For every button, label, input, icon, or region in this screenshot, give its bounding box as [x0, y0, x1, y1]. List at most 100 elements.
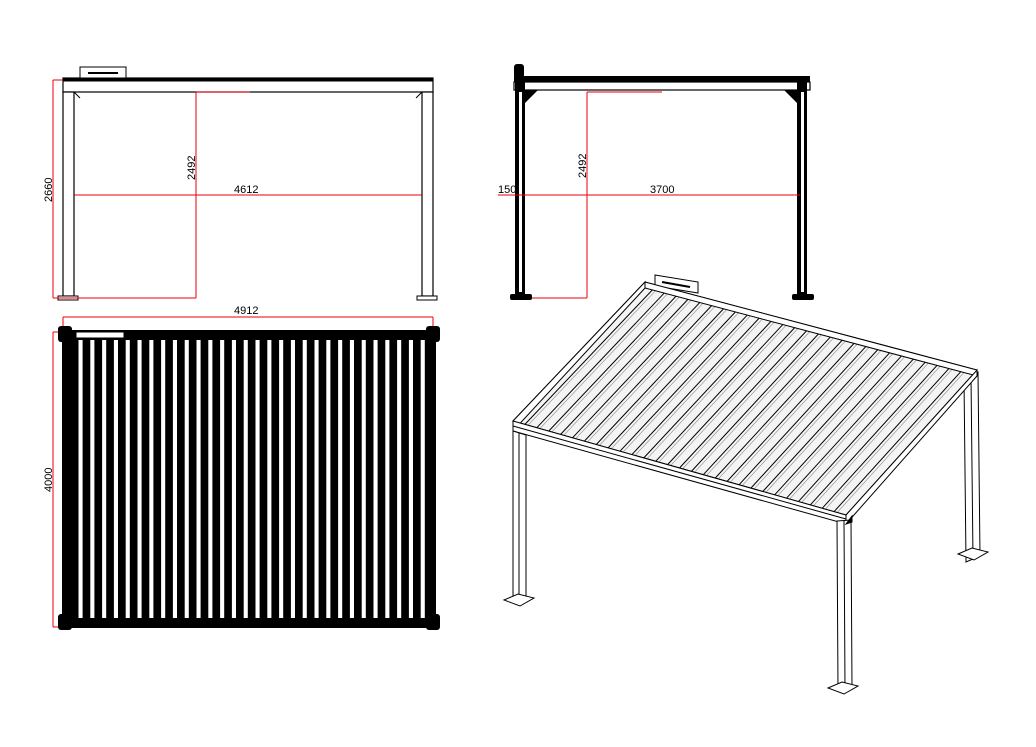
iso-slat-shade — [551, 292, 684, 433]
top-slat-gap — [125, 340, 130, 618]
iso-slat-line — [774, 350, 907, 496]
iso-slat-shade — [694, 329, 827, 473]
iso-slat-shade — [777, 351, 910, 497]
iso-slat-line — [833, 366, 966, 512]
top-slat-gap — [102, 340, 107, 618]
top-slat-gap — [149, 340, 154, 618]
top-slat-gap — [196, 340, 201, 618]
iso-front-left-foot — [502, 593, 536, 607]
top-slat-gap — [161, 340, 166, 618]
side-gutter-end — [514, 64, 524, 78]
iso-front-right-foot — [826, 681, 860, 695]
iso-slat-line — [584, 300, 717, 442]
iso-slat-shade — [563, 295, 696, 436]
iso-slat-shade — [670, 323, 803, 466]
top-plan-view: 4912 4000 — [43, 305, 440, 630]
iso-slat-shade — [753, 345, 886, 490]
iso-slat-line — [679, 325, 812, 469]
top-depth-label: 4000 — [43, 468, 55, 492]
iso-slat-line — [595, 303, 729, 445]
isometric-view — [502, 274, 990, 695]
iso-slat-line — [524, 284, 658, 425]
top-slat-gap — [373, 340, 378, 618]
top-slat-gap — [314, 340, 319, 618]
top-slat-gap — [279, 340, 284, 618]
top-slat-gap — [267, 340, 272, 618]
top-slat-gap — [408, 340, 413, 618]
iso-slat-shade — [729, 339, 862, 483]
top-slat-gap — [208, 340, 213, 618]
top-corner-post-tl — [58, 326, 72, 342]
iso-slat-shade — [587, 301, 720, 443]
front-width-label: 4612 — [234, 184, 258, 196]
front-right-foot — [416, 295, 438, 301]
iso-slat-line — [667, 322, 800, 465]
top-slat-gap — [420, 340, 425, 618]
iso-back-right-foot — [956, 547, 990, 561]
iso-slat-line — [548, 291, 681, 432]
top-corner-post-bl — [58, 614, 72, 630]
iso-slat-shade — [706, 333, 838, 476]
side-height-clear-label: 2492 — [577, 154, 589, 178]
iso-slat-shade — [622, 311, 755, 453]
side-right-foot — [792, 294, 814, 300]
top-slat-gap — [302, 340, 307, 618]
iso-slat-line — [726, 338, 859, 482]
top-slat-gap — [231, 340, 236, 618]
iso-slat-line — [750, 344, 883, 489]
iso-slat-shade — [801, 358, 933, 503]
iso-slat-shade — [658, 320, 791, 463]
iso-slat-shade — [575, 298, 708, 440]
top-slat-gap — [137, 340, 142, 618]
front-right-post — [421, 91, 434, 297]
iso-slat-line — [809, 360, 942, 506]
iso-slat-shade — [682, 326, 815, 470]
iso-slat-shade — [634, 314, 767, 456]
iso-slat-line — [691, 328, 824, 472]
top-corner-post-tr — [426, 326, 440, 342]
iso-slat-line — [738, 341, 871, 486]
iso-slats — [524, 284, 969, 513]
front-height-total-label: 2660 — [43, 178, 55, 202]
side-offset-label: 150 — [498, 184, 516, 196]
top-slat-gap — [255, 340, 260, 618]
iso-slat-line — [714, 335, 847, 479]
iso-slat-shade — [765, 348, 898, 493]
top-slat-gap — [397, 340, 402, 618]
iso-slat-shade — [646, 317, 779, 460]
top-corner-post-br — [426, 614, 440, 630]
iso-slat-line — [607, 306, 741, 449]
top-slat-gap — [349, 340, 354, 618]
iso-slat-line — [702, 331, 836, 476]
top-width-label: 4912 — [234, 305, 258, 317]
iso-slat-shade — [789, 355, 921, 500]
iso-slat-line — [762, 347, 895, 492]
iso-slat-line — [572, 297, 705, 439]
iso-slat-line — [536, 287, 670, 429]
iso-slat-shade — [717, 336, 850, 480]
iso-slat-shade — [527, 285, 661, 426]
side-roof-beam — [513, 81, 811, 91]
top-slat-gap — [172, 340, 177, 618]
iso-slat-shade — [824, 364, 957, 510]
top-slat-gap — [113, 340, 118, 618]
side-elevation-view: 2492 150 3700 — [498, 64, 814, 300]
top-slat-gap — [290, 340, 295, 618]
top-motor-box — [75, 331, 125, 339]
iso-slat-shade — [539, 289, 672, 429]
iso-slat-line — [798, 357, 930, 502]
top-slat-gap — [90, 340, 95, 618]
iso-slat-line — [560, 294, 693, 435]
iso-slat-line — [655, 319, 788, 462]
iso-slat-line — [619, 309, 753, 452]
iso-slat-line — [821, 363, 954, 509]
front-elevation-view: 2660 2492 4612 — [43, 66, 438, 301]
top-slat-gap — [184, 340, 189, 618]
iso-slat-line — [786, 353, 919, 499]
iso-slat-shade — [599, 304, 732, 446]
top-frame — [62, 330, 436, 628]
side-width-label: 3700 — [650, 184, 674, 196]
top-slat-gap — [220, 340, 225, 618]
top-slat-gap — [338, 340, 343, 618]
top-slat-gap — [78, 340, 83, 618]
